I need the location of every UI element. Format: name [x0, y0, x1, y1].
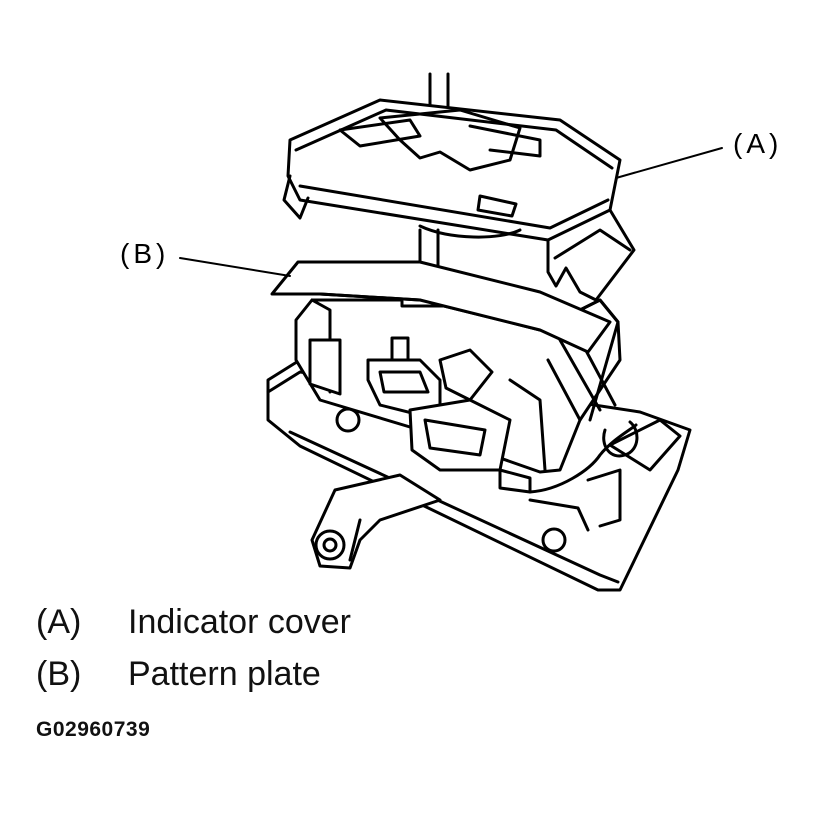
- figure-code: G02960739: [36, 718, 151, 741]
- legend-label: Indicator cover: [128, 603, 351, 641]
- shifter-assembly-illustration: [179, 72, 723, 592]
- legend-row: (A) Indicator cover: [36, 603, 351, 642]
- legend-key: (B): [36, 655, 82, 693]
- mounting-arm: [310, 473, 442, 570]
- legend-row: (B) Pattern plate: [36, 655, 321, 694]
- leader-lines: [179, 147, 723, 277]
- callout-label-a: (A): [733, 128, 783, 159]
- switch-block: [366, 348, 547, 494]
- legend-label: Pattern plate: [128, 655, 321, 693]
- legend-key: (A): [36, 603, 82, 641]
- wire-harness: [528, 420, 639, 494]
- indicator-cover: [282, 98, 636, 302]
- callout-label-b: (B): [120, 238, 170, 269]
- pattern-plate: [270, 260, 612, 354]
